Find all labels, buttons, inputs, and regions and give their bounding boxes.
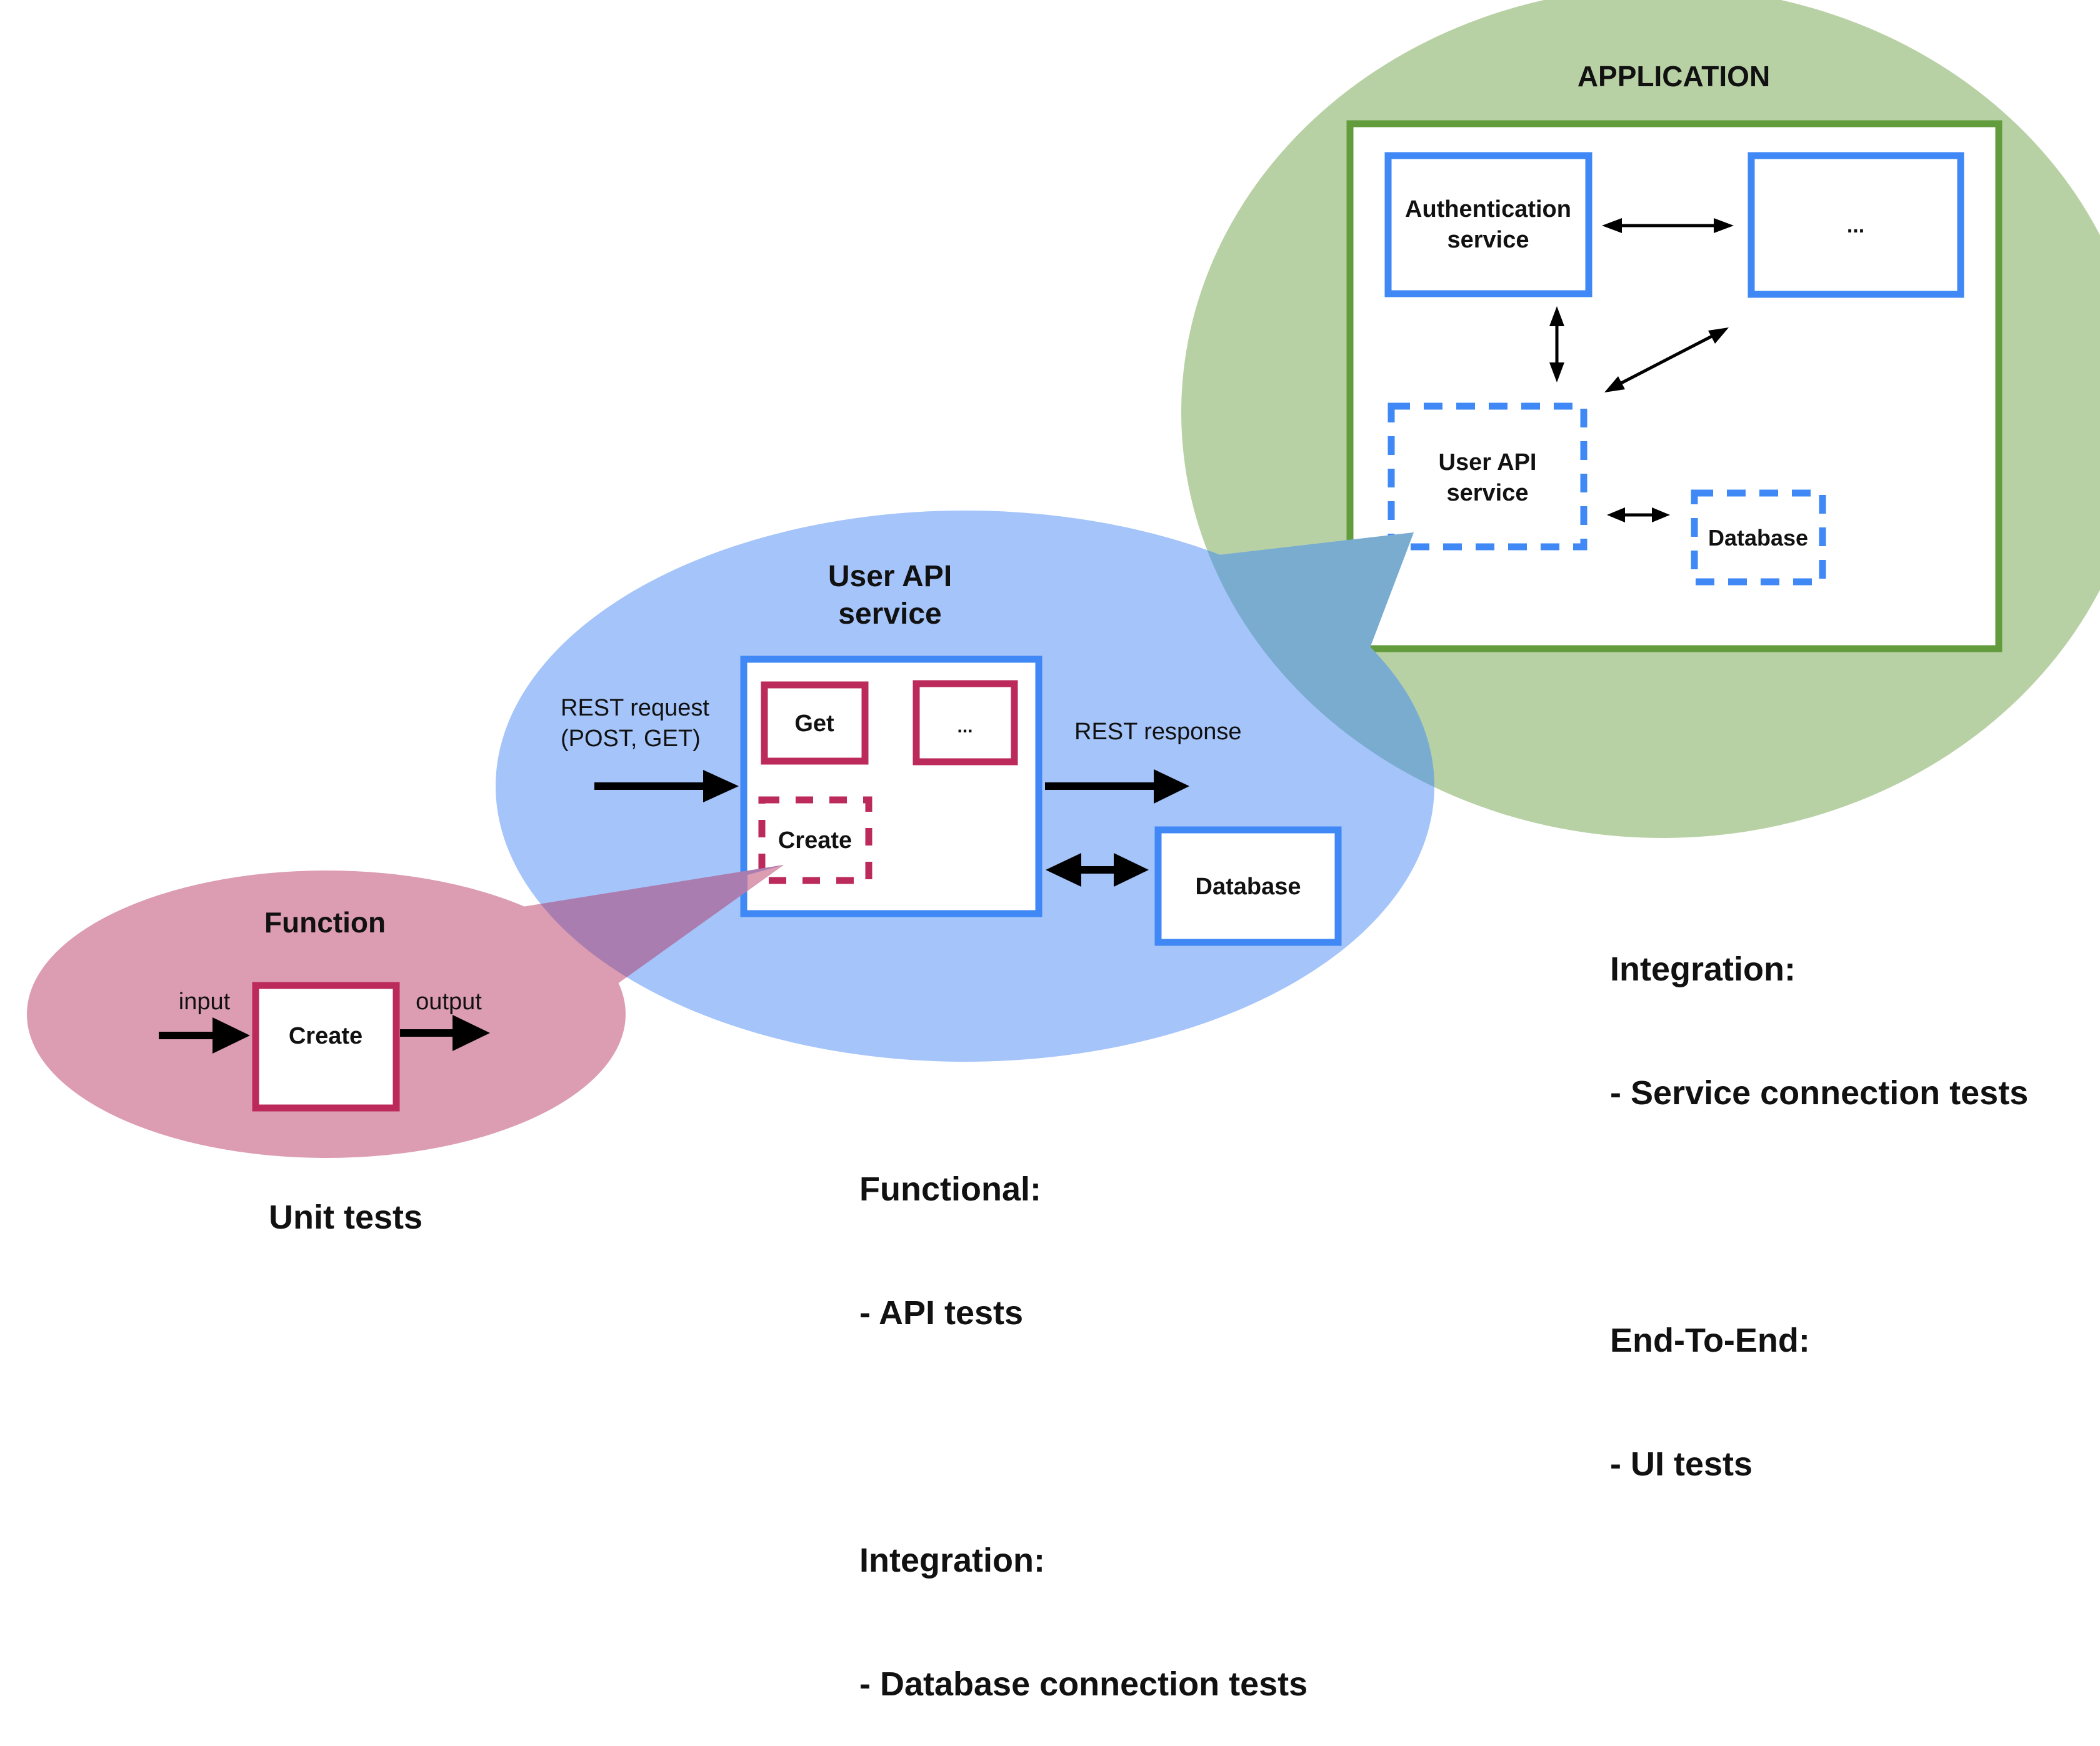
arrow-rest-request — [594, 770, 739, 802]
endpoint-more-box[interactable]: ... — [912, 680, 1018, 766]
rest-request-label-line1: REST request — [561, 695, 709, 721]
authentication-service-box[interactable]: Authentication service — [1384, 152, 1592, 297]
unit-tests-caption: Unit tests — [269, 1199, 423, 1236]
function-region-title: Function — [264, 906, 386, 939]
arrow-auth-to-other — [1602, 218, 1734, 233]
app-frame-overlap-fix — [1353, 625, 1362, 645]
rest-request-label-line2: (POST, GET) — [561, 726, 701, 752]
function-create-label: Create — [289, 1023, 362, 1049]
endpoint-more-label: ... — [957, 716, 972, 737]
e2e-item: - UI tests — [1610, 1445, 1753, 1483]
arrow-auth-to-user-api — [1549, 306, 1564, 382]
arrow-service-to-database — [1046, 853, 1149, 887]
endpoint-create-label: Create — [778, 827, 852, 854]
arrow-rest-response — [1045, 769, 1189, 804]
app-integration-item: - Service connection tests — [1610, 1074, 2029, 1112]
app-user-api-label-line1: User API — [1439, 449, 1537, 476]
arrow-function-output — [400, 1015, 490, 1051]
arrow-user-api-to-database — [1607, 507, 1670, 522]
app-user-api-service-box[interactable]: User API service — [1388, 402, 1588, 551]
service-integration-heading: Integration: — [859, 1542, 1045, 1579]
endpoint-get-label: Get — [794, 711, 834, 737]
application-captions: Integration: - Service connection tests … — [1610, 866, 2028, 1526]
arrow-function-input — [159, 1017, 250, 1054]
application-title: APPLICATION — [1578, 60, 1770, 92]
service-database-box[interactable]: Database — [1154, 826, 1342, 946]
service-database-label: Database — [1196, 874, 1301, 900]
other-service-label: ... — [1847, 214, 1864, 237]
function-create-box[interactable]: Create — [252, 982, 400, 1112]
function-callout-tip — [748, 865, 784, 890]
e2e-heading: End-To-End: — [1610, 1322, 1810, 1359]
functional-heading: Functional: — [859, 1170, 1041, 1208]
rest-response-label: REST response — [1074, 719, 1242, 745]
app-integration-heading: Integration: — [1610, 950, 1796, 988]
authentication-service-label-line2: service — [1447, 227, 1529, 253]
service-region-title-line2: service — [838, 597, 942, 631]
service-captions: Functional: - API tests Integration: - D… — [859, 1086, 1308, 1746]
authentication-service-label-line1: Authentication — [1405, 196, 1571, 222]
service-integration-item: - Database connection tests — [859, 1665, 1308, 1703]
service-region-title-line1: User API — [828, 560, 952, 593]
arrow-user-api-to-other — [1604, 327, 1729, 392]
endpoint-get-box[interactable]: Get — [761, 681, 869, 765]
functional-item: - API tests — [859, 1294, 1024, 1332]
app-database-label: Database — [1708, 525, 1808, 551]
app-database-box[interactable]: Database — [1691, 489, 1826, 586]
test-pyramid-diagram: APPLICATION Authentication service ... U… — [27, 0, 2100, 1158]
other-service-box[interactable]: ... — [1748, 152, 1964, 298]
function-output-label: output — [416, 989, 482, 1015]
app-user-api-label-line2: service — [1446, 480, 1528, 506]
function-input-label: input — [179, 989, 231, 1015]
